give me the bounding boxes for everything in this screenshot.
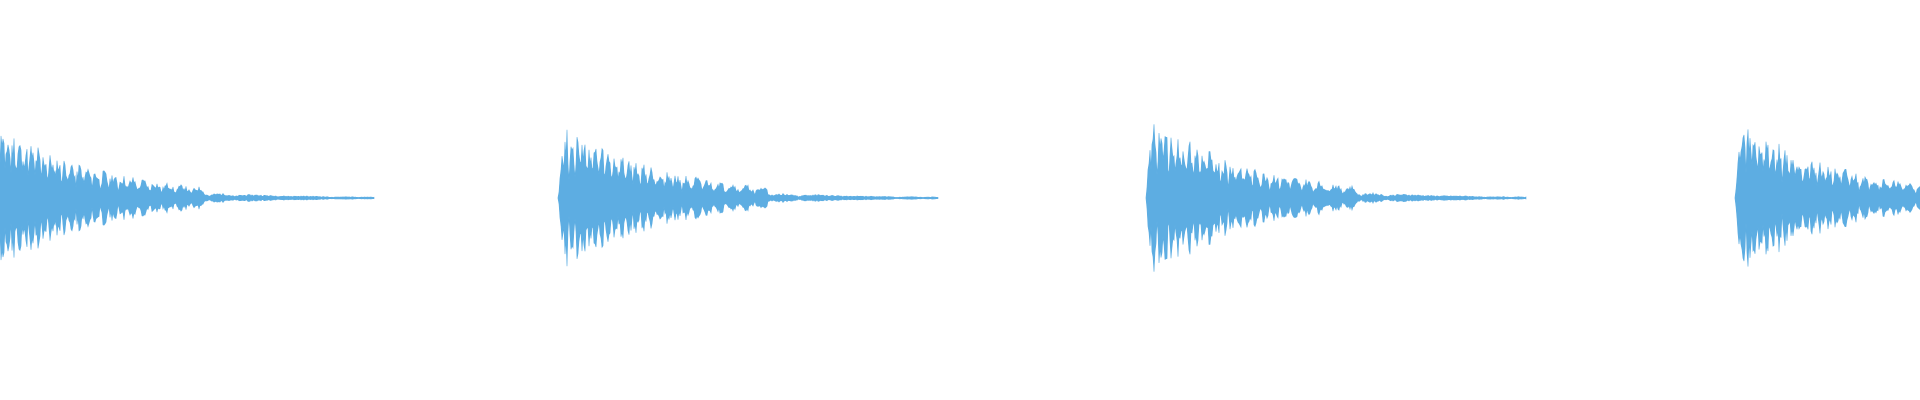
waveform-clip-4 bbox=[1734, 129, 1920, 267]
waveform-clip-3 bbox=[1145, 124, 1527, 272]
waveform-clips bbox=[0, 124, 1920, 272]
waveform-clip-1 bbox=[0, 135, 375, 261]
waveform-clip-2 bbox=[557, 129, 939, 267]
